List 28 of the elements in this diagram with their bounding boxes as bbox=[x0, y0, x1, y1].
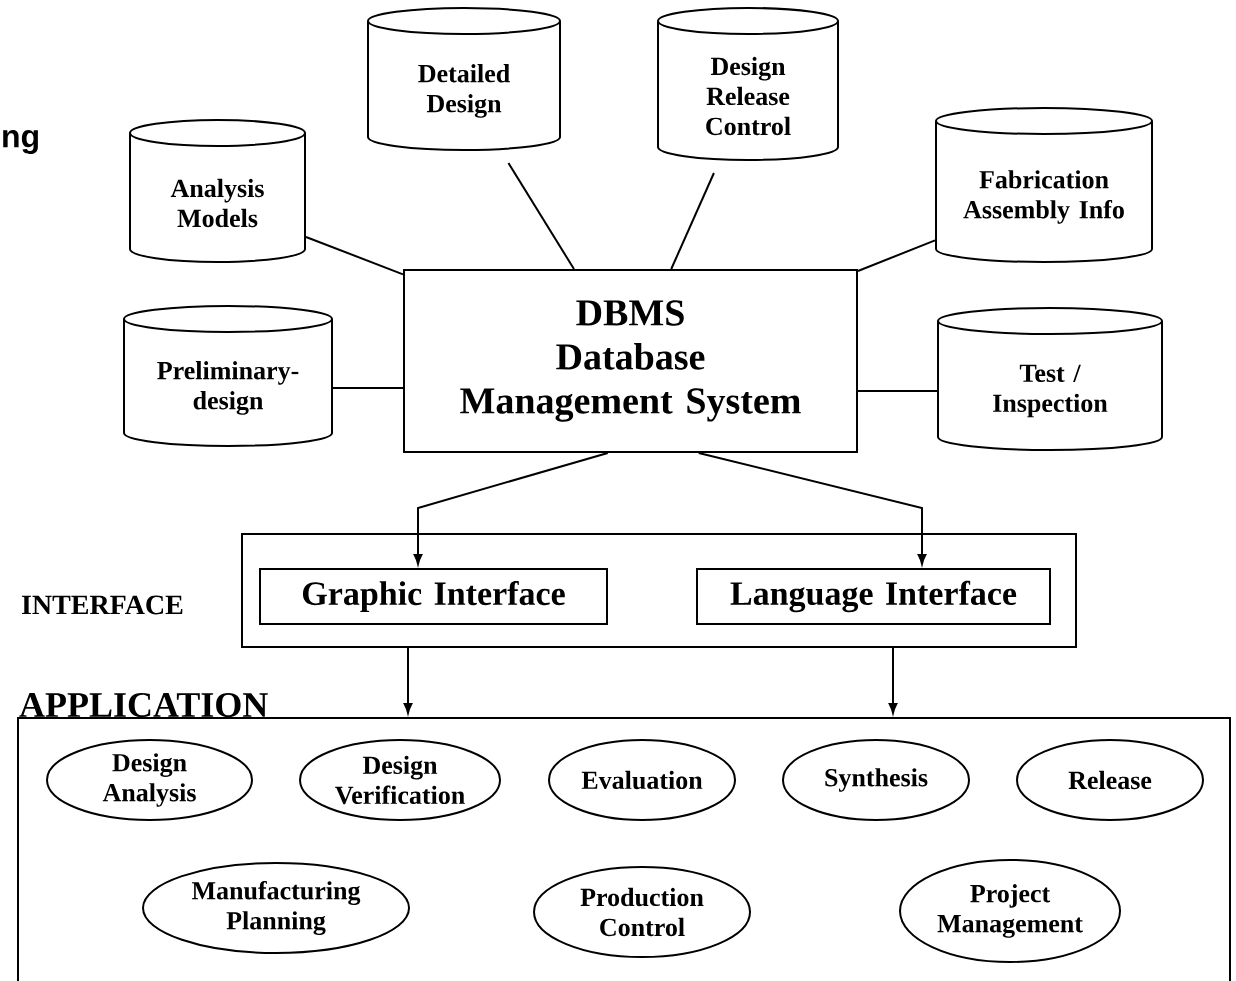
interface-box: Language Interface bbox=[696, 568, 1051, 625]
database-cylinder: Test / Inspection bbox=[937, 307, 1163, 451]
application-heading: APPLICATION bbox=[19, 692, 268, 718]
arrow bbox=[697, 452, 927, 565]
node-label: Analysis Models bbox=[170, 178, 264, 228]
interface-heading: INTERFACE bbox=[21, 595, 183, 615]
node-label: Detailed Design bbox=[418, 64, 510, 118]
arrow bbox=[888, 647, 898, 714]
interface-box: Graphic Interface bbox=[259, 568, 608, 625]
node-label: Fabrication Assembly Info bbox=[963, 170, 1124, 224]
node-label: Preliminary- design bbox=[157, 361, 299, 415]
arrow bbox=[413, 452, 609, 565]
database-cylinder: Detailed Design bbox=[367, 7, 561, 151]
database-cylinder: Design Release Control bbox=[657, 7, 839, 161]
connector-line bbox=[670, 172, 715, 270]
node-label: Test / Inspection bbox=[993, 364, 1108, 418]
connector-line bbox=[507, 162, 575, 270]
dbms-box: DBMS Database Management System bbox=[403, 269, 858, 453]
arrow bbox=[403, 647, 413, 714]
connector-line bbox=[857, 390, 938, 392]
connector-line bbox=[305, 236, 404, 276]
database-cylinder: Fabrication Assembly Info bbox=[935, 107, 1153, 263]
database-cylinder: Analysis Models bbox=[129, 119, 306, 263]
connector-line bbox=[332, 387, 404, 389]
node-label: Design Release Control bbox=[706, 56, 791, 136]
title-fragment: ng bbox=[3, 129, 38, 154]
connector-line bbox=[857, 239, 936, 273]
database-cylinder: Preliminary- design bbox=[123, 305, 333, 447]
